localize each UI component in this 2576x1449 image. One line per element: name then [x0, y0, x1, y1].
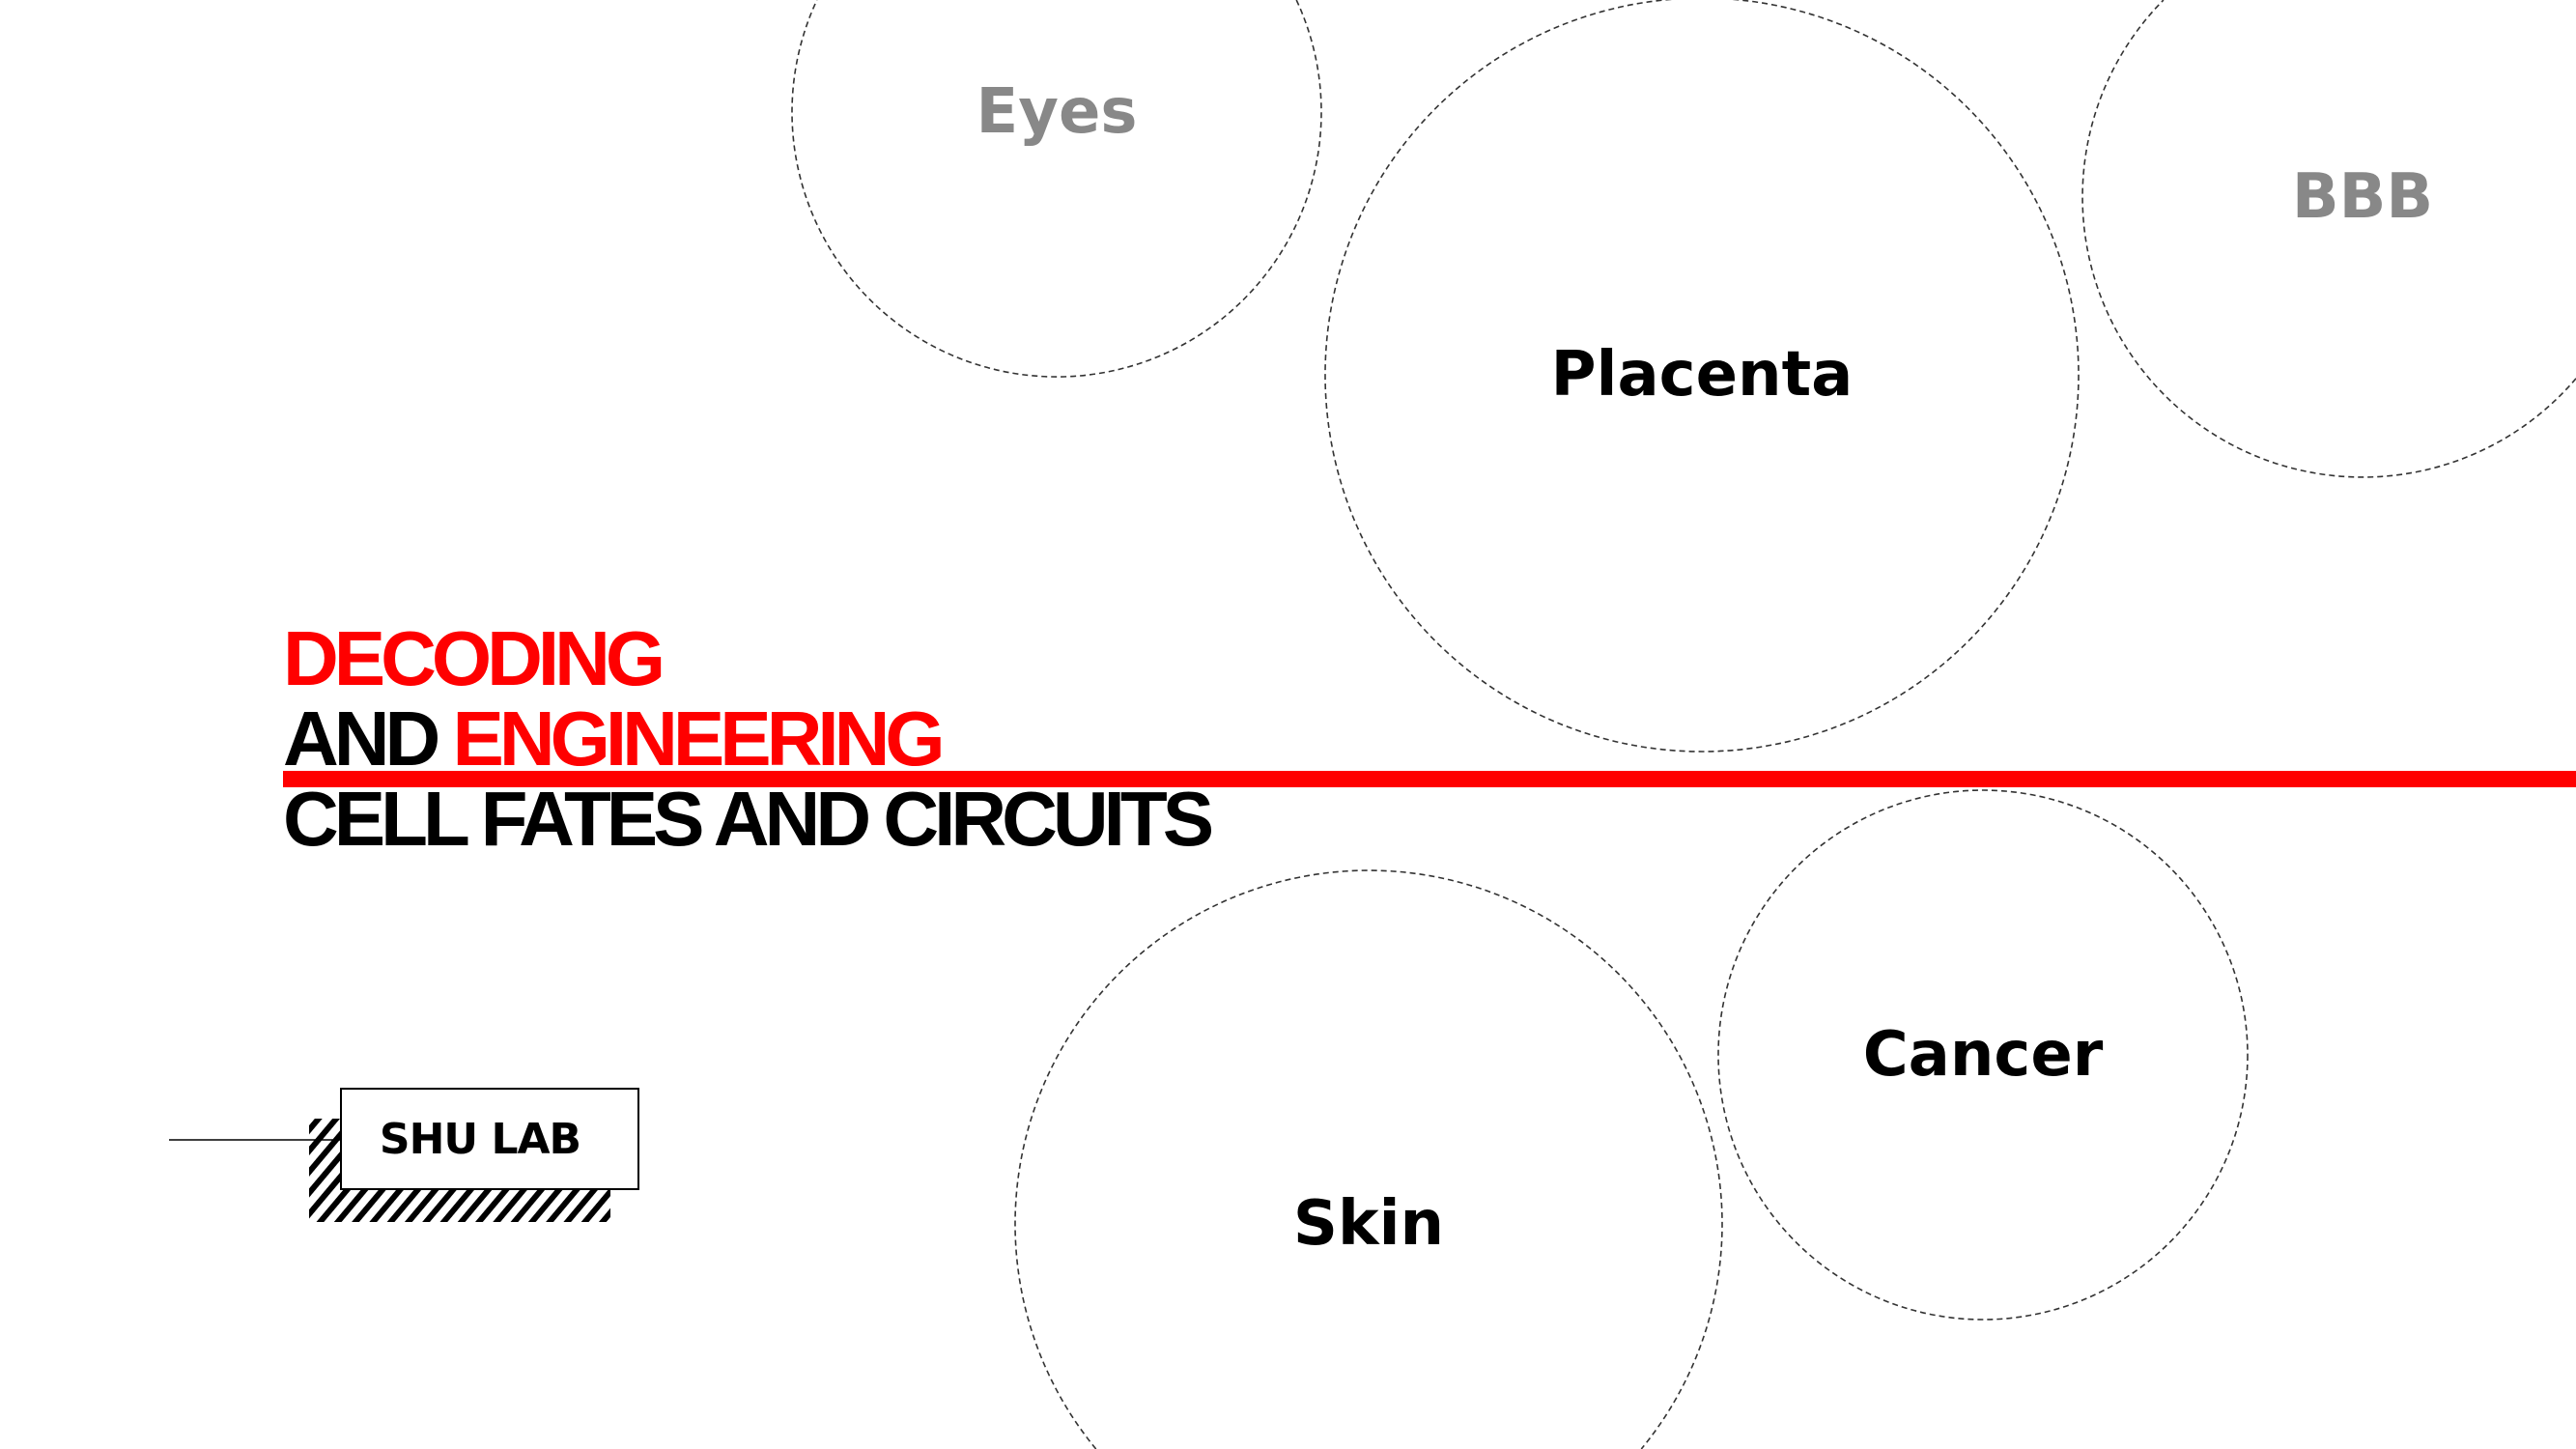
- circle-cancer: [1717, 789, 2249, 1321]
- title-line-2: AND ENGINEERING: [283, 698, 1209, 779]
- lab-logo: SHU LAB: [340, 1088, 639, 1190]
- circle-skin: [1014, 869, 1723, 1449]
- circle-bbb: [2081, 0, 2576, 478]
- page-title: DECODING AND ENGINEERING CELL FATES AND …: [283, 615, 1214, 862]
- title-line-3: CELL FATES AND CIRCUITS: [283, 776, 1214, 862]
- circle-placenta: [1324, 0, 2080, 753]
- accent-bar: [283, 771, 2576, 787]
- title-line-2-red: ENGINEERING: [452, 696, 946, 781]
- title-line-2-black: AND: [283, 696, 453, 781]
- circle-label-bbb: BBB: [2291, 161, 2434, 233]
- logo-hatch: [309, 1119, 610, 1222]
- circle-label-placenta: Placenta: [1550, 339, 1854, 411]
- circle-eyes: [791, 0, 1322, 378]
- circle-label-cancer: Cancer: [1862, 1019, 2104, 1091]
- circle-label-skin: Skin: [1292, 1188, 1445, 1260]
- lab-logo-text: SHU LAB: [379, 1114, 581, 1164]
- circle-label-eyes: Eyes: [976, 76, 1138, 148]
- title-line-1: DECODING: [283, 615, 665, 701]
